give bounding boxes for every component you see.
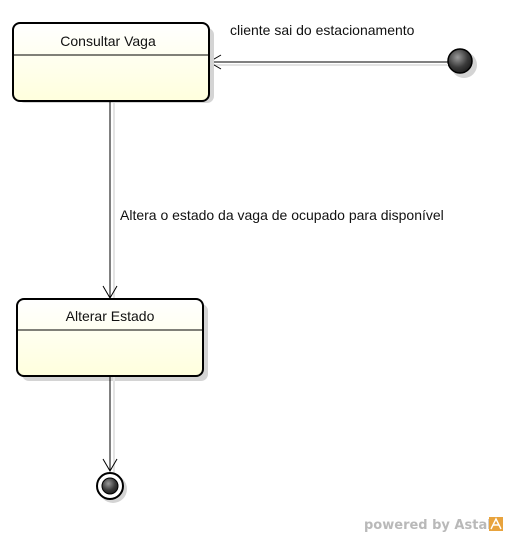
state-consultar-vaga[interactable]: Consultar Vaga xyxy=(12,22,214,103)
logo-glyph xyxy=(490,517,502,530)
initial-state[interactable] xyxy=(447,48,477,78)
final-state[interactable] xyxy=(96,472,127,503)
transition-alterar-to-final[interactable] xyxy=(102,376,118,473)
astah-watermark: powered by Astah xyxy=(364,517,503,533)
state-label-consultar: Consultar Vaga xyxy=(60,33,156,49)
astah-logo-icon xyxy=(489,517,503,531)
final-state-dot xyxy=(101,477,119,495)
transition-start-to-consultar[interactable]: cliente sai do estacionamento xyxy=(208,22,448,70)
arrowhead-icon xyxy=(102,458,118,472)
initial-state-dot xyxy=(447,48,473,74)
transition-label-alterar: Altera o estado da vaga de ocupado para … xyxy=(120,207,444,223)
transition-label-start: cliente sai do estacionamento xyxy=(230,22,415,38)
state-box xyxy=(12,22,210,102)
state-alterar-estado[interactable]: Alterar Estado xyxy=(16,298,208,381)
state-label-alterar: Alterar Estado xyxy=(66,308,155,324)
transition-consultar-to-alterar[interactable]: Altera o estado da vaga de ocupado para … xyxy=(102,102,444,300)
watermark-text: powered by Astah xyxy=(364,518,496,533)
